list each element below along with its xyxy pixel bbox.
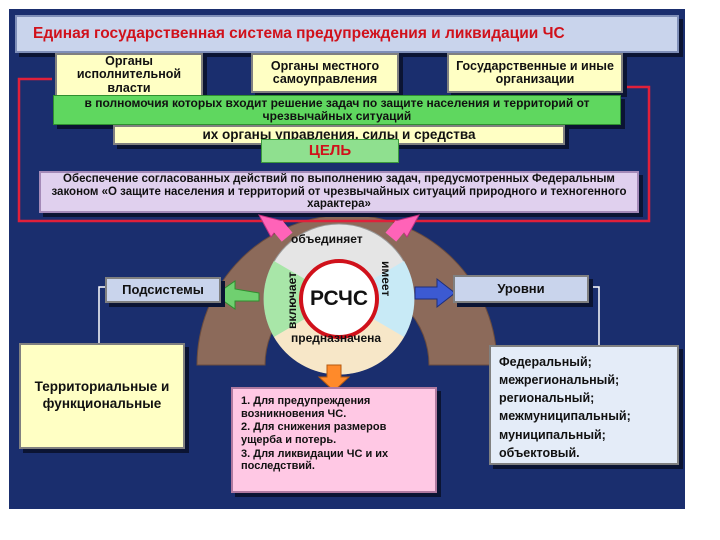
purpose-item: 3. Для ликвидации ЧС и их последствий. [241,447,389,473]
circle-center [299,259,379,339]
level-item: Федеральный; [499,355,592,369]
ring-label-includes: включает [285,272,299,329]
slide: Единая государственная система предупреж… [9,9,685,509]
level-item: межрегиональный; [499,373,620,388]
arrow-right-shaft [385,220,407,242]
rschs-label: РСЧС [309,286,369,310]
subsystems-box: Подсистемы [105,277,221,303]
left-connector [98,286,105,343]
arrow-levels [414,277,456,309]
forces-banner: их органы управления, силы и средства [113,125,565,145]
arrow-left-shaft [271,220,293,242]
right-connector [593,286,600,347]
subsystem-types: Территориальные и функциональные [19,343,185,449]
purpose-list: 1. Для предупреждения возникновения ЧС. … [231,387,437,493]
purpose-item: 2. Для снижения размеров ущерба и потерь… [241,421,387,446]
ring-label-intended: предназначена [291,331,382,345]
level-item: региональный; [499,391,595,406]
levels-list: Федеральный; межрегиональный; региональн… [489,345,679,465]
goal-text: Обеспечение согласованных действий по вы… [39,171,639,213]
rschs-circle [214,214,456,392]
purpose-item: 1. Для предупреждения возникновения ЧС. [241,395,371,420]
levels-box: Уровни [453,275,589,303]
arrow-purpose [317,364,351,392]
level-item: муниципальный; [499,427,606,442]
org-state-organizations: Государственные и иные организации [447,53,623,93]
ring-label-has: имеет [379,261,393,297]
org-local-government: Органы местного самоуправления [251,53,399,93]
mandate-banner: в полномочия которых входит решение зада… [53,95,621,125]
arrow-subsystems [214,280,260,310]
org-executive-authorities: Органы исполнительной власти [55,53,203,97]
subsystem-types-text: Территориальные и функциональные [34,379,170,411]
goal-label: ЦЕЛЬ [261,139,399,163]
ring-label-unites: объединяет [291,232,363,246]
page-title: Единая государственная система предупреж… [15,15,679,53]
feedback-connector [17,77,651,223]
level-item: объектовый. [499,445,580,460]
level-item: межмуниципальный; [499,409,631,424]
